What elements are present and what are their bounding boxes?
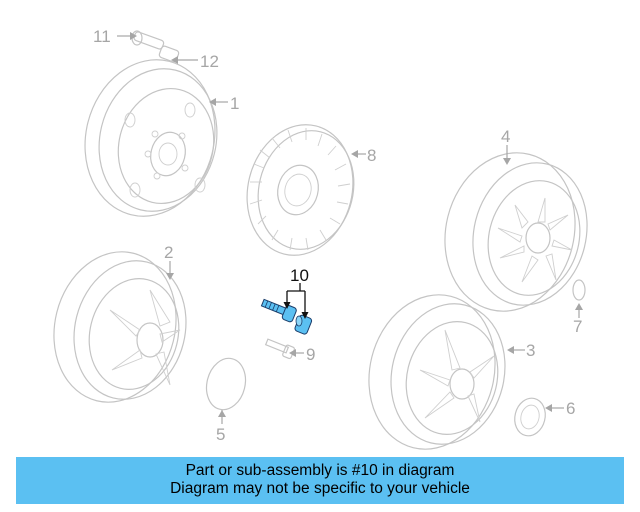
leader-lines xyxy=(117,32,583,424)
alloy-wheel-part-3[interactable] xyxy=(353,281,520,462)
alloy-wheel-part-2[interactable] xyxy=(38,239,200,416)
alloy-wheel-part-4[interactable] xyxy=(429,139,602,325)
callout-7: 7 xyxy=(573,317,582,336)
callout-12: 12 xyxy=(200,52,219,71)
callout-2: 2 xyxy=(164,243,173,262)
callout-3: 3 xyxy=(526,341,535,360)
info-banner: Part or sub-assembly is #10 in diagram D… xyxy=(16,457,624,504)
callout-8: 8 xyxy=(367,146,376,165)
callout-6: 6 xyxy=(566,399,575,418)
banner-line-1: Part or sub-assembly is #10 in diagram xyxy=(185,462,455,479)
lug-bolt-and-nut-part-10[interactable] xyxy=(260,298,313,335)
valve-stem-part-11[interactable] xyxy=(131,30,165,50)
callout-5: 5 xyxy=(216,425,225,444)
center-cap-part-5[interactable] xyxy=(201,354,250,414)
banner-line-2: Diagram may not be specific to your vehi… xyxy=(170,480,470,497)
callout-4: 4 xyxy=(501,127,510,146)
hub-cap-part-6[interactable] xyxy=(511,395,549,439)
part-10-leader xyxy=(286,283,306,312)
callout-11: 11 xyxy=(93,27,111,46)
callout-9: 9 xyxy=(306,345,315,364)
wheel-cover-part-8[interactable] xyxy=(234,113,367,266)
ring-part-7[interactable] xyxy=(572,279,586,301)
callout-1: 1 xyxy=(230,94,239,113)
steel-wheel-part-1[interactable] xyxy=(69,46,232,230)
callout-10: 10 xyxy=(290,266,309,285)
lug-bolt-part-9[interactable] xyxy=(264,338,295,360)
